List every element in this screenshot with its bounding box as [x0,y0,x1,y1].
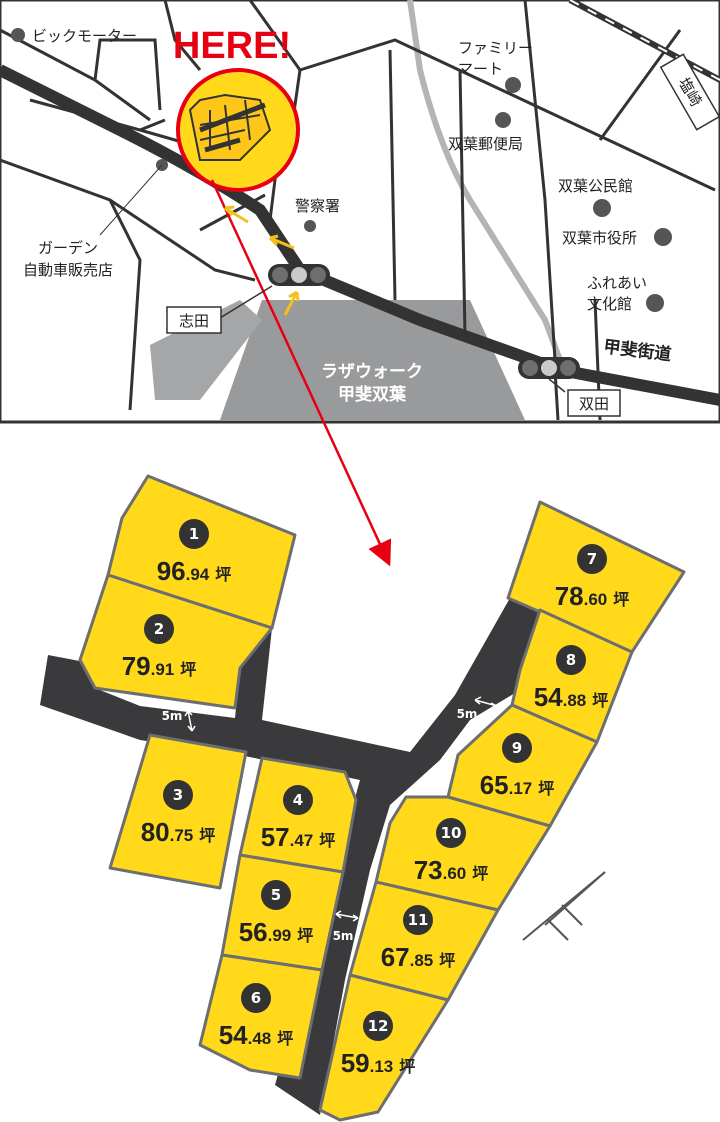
lot-9-number: 9 [512,739,522,757]
label-bic-motor: ビックモーター [32,27,137,45]
plan-roads [40,598,540,1115]
traffic-light-futaba [518,357,580,379]
lot-5-number: 5 [271,886,281,904]
lot-6-number: 6 [251,989,261,1007]
dot-community-hall [593,199,611,217]
label-garden-2: 自動車販売店 [23,261,113,279]
lot-3[interactable] [108,733,248,890]
dot-city-office [654,228,672,246]
lot-6-badge [241,983,271,1013]
label-mall-2: 甲斐双葉 [338,384,407,405]
label-familymart-1: ファミリー [458,39,533,57]
direction-arrows [223,205,300,316]
parking-block [150,300,262,400]
label-culture-1: ふれあい [587,274,647,292]
railway [568,0,720,83]
lot-11-number: 11 [408,911,429,929]
lot-6[interactable] [198,953,324,1080]
station-box [659,53,720,131]
lots [78,474,686,1122]
label-community-hall: 双葉公民館 [558,177,633,195]
lot-7-number: 7 [587,550,597,568]
lot-2-badge [144,614,174,644]
lot-8-badge [556,645,586,675]
road-width-east: 5m [457,707,478,721]
lot-5-badge [261,880,291,910]
pointer-arrow [210,179,392,567]
lot-4-number: 4 [293,791,303,809]
lot-12[interactable] [318,973,450,1122]
lot-12-number: 12 [368,1017,389,1035]
lot-10-number: 10 [441,824,462,842]
dot-bic-motor [11,28,25,42]
lot-1-number: 1 [189,525,199,543]
landmark-dots [11,28,672,312]
label-familymart-2: マート [458,60,503,78]
intersection-box-shida [166,306,222,334]
north-arrow-icon [522,871,606,941]
lot-9-badge [502,733,532,763]
lot-4-badge [283,785,313,815]
label-police: 警察署 [295,197,340,215]
dot-familymart [505,77,521,93]
here-label: HERE! [173,25,291,67]
road-width-south: 5m [333,929,354,943]
here-marker: HERE! [173,25,300,192]
label-city-office: 双葉市役所 [562,229,637,247]
traffic-light-shida [268,264,330,286]
lot-1-badge [179,519,209,549]
dot-culture-hall [646,294,664,312]
lot-2[interactable] [78,573,274,710]
lot-5[interactable] [220,853,345,972]
location-map: HERE! 志田 双田 [0,0,720,567]
label-culture-2: 文化館 [587,295,632,313]
label-post-office: 双葉郵便局 [448,135,523,153]
lot-11-badge [403,905,433,935]
label-garden-1: ガーデン [38,239,98,257]
lot-8-number: 8 [566,651,576,669]
intersection-shida: 志田 [179,312,209,330]
lot-2-number: 2 [154,620,164,638]
lot-10-badge [436,818,466,848]
road-width-west: 5m [162,709,183,723]
intersection-box-futaba [567,389,621,417]
lot-12-badge [363,1011,393,1041]
river [407,0,563,362]
intersection-futaba: 双田 [579,395,609,413]
dot-police [304,220,316,232]
road-width-marks: 5m 5m 5m [162,696,498,943]
dot-post-office [495,112,511,128]
lot-7-badge [577,544,607,574]
lot-3-number: 3 [173,786,183,804]
lot-3-badge [163,780,193,810]
label-mall-1: ラザウォーク [321,362,423,382]
